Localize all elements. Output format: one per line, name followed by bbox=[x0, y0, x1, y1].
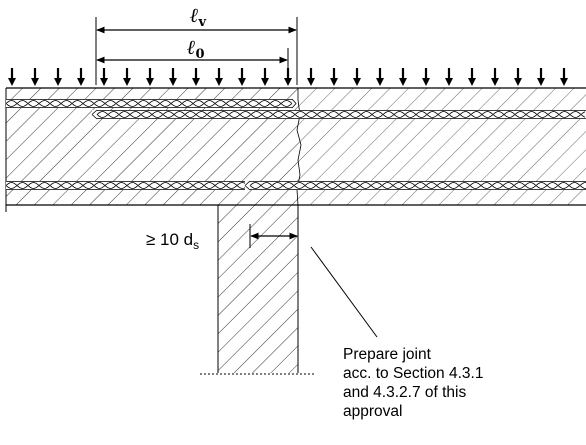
joint-preparation-note: Prepare joint acc. to Section 4.3.1 and … bbox=[343, 345, 583, 421]
bottom-rebar-new bbox=[244, 180, 586, 191]
min-distance-text: ≥ 10 d bbox=[146, 230, 193, 249]
note-leader-line bbox=[310, 246, 378, 338]
lv-subscript: v bbox=[198, 15, 207, 30]
load-arrow bbox=[146, 68, 154, 86]
load-arrow bbox=[399, 68, 407, 86]
l0-subscript: 0 bbox=[196, 47, 205, 62]
load-arrow bbox=[445, 68, 453, 86]
load-arrow bbox=[123, 68, 131, 86]
svg-text:ℓv: ℓv bbox=[190, 3, 207, 30]
load-arrow bbox=[31, 68, 39, 86]
load-arrow bbox=[376, 68, 384, 86]
load-arrow bbox=[261, 68, 269, 86]
load-arrow bbox=[238, 68, 246, 86]
note-line: Prepare joint bbox=[343, 346, 431, 363]
load-arrow bbox=[215, 68, 223, 86]
note-line: approval bbox=[343, 403, 403, 420]
load-arrow bbox=[307, 68, 315, 86]
load-arrow bbox=[353, 68, 361, 86]
load-arrow bbox=[514, 68, 522, 86]
l0-symbol: ℓ bbox=[187, 35, 196, 59]
min-distance-subscript: s bbox=[193, 238, 199, 252]
min-distance-dimension: ≥ 10 ds bbox=[146, 224, 298, 252]
note-line: and 4.3.2.7 of this bbox=[343, 384, 467, 401]
dimension-l0: ℓ0 bbox=[96, 35, 289, 85]
load-arrow bbox=[537, 68, 545, 86]
svg-text:ℓ0: ℓ0 bbox=[187, 35, 205, 62]
load-arrow bbox=[422, 68, 430, 86]
load-arrow bbox=[54, 68, 62, 86]
load-arrow bbox=[192, 68, 200, 86]
top-rebar-new bbox=[91, 109, 586, 120]
load-arrow bbox=[468, 68, 476, 86]
top-rebar-existing bbox=[5, 98, 297, 109]
load-arrow bbox=[330, 68, 338, 86]
distributed-load-arrows bbox=[8, 68, 568, 86]
support-column bbox=[200, 205, 316, 375]
note-line: acc. to Section 4.3.1 bbox=[343, 365, 484, 382]
load-arrow bbox=[560, 68, 568, 86]
load-arrow bbox=[491, 68, 499, 86]
load-arrow bbox=[8, 68, 16, 86]
dimension-lv: ℓv bbox=[95, 3, 298, 85]
load-arrow bbox=[77, 68, 85, 86]
bottom-rebar-existing bbox=[5, 180, 267, 191]
load-arrow bbox=[100, 68, 108, 86]
load-arrow bbox=[169, 68, 177, 86]
svg-text:≥ 10 ds: ≥ 10 ds bbox=[146, 230, 199, 252]
lv-symbol: ℓ bbox=[190, 3, 199, 27]
